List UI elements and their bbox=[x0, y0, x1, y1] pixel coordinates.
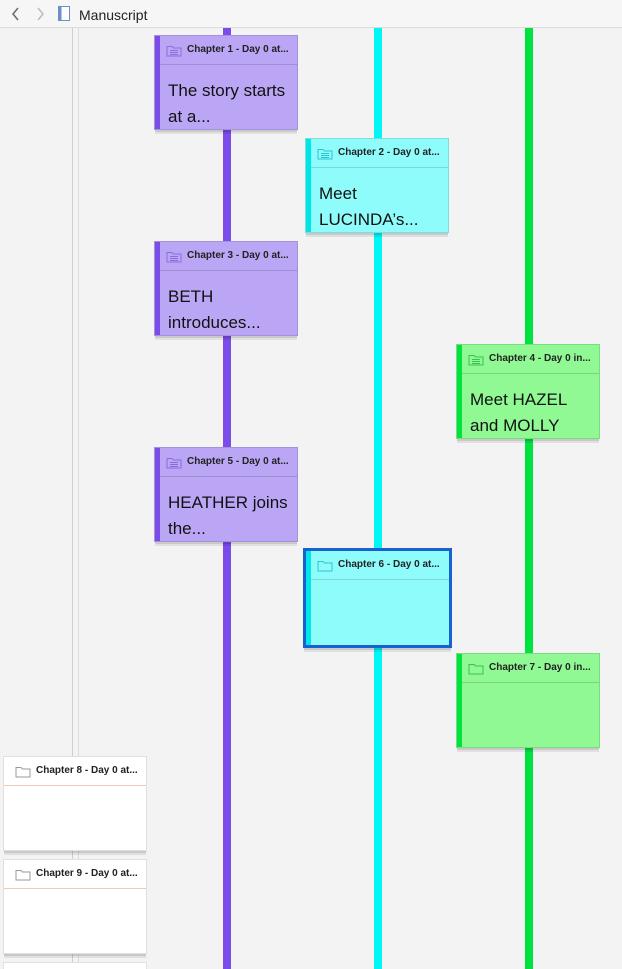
chapter-card-partial[interactable] bbox=[3, 962, 147, 969]
chapter-card-5[interactable]: Chapter 5 - Day 0 at... HEATHER joins th… bbox=[154, 447, 298, 542]
folder-icon bbox=[15, 870, 31, 881]
folder-icon bbox=[468, 664, 484, 675]
folder-stack-icon bbox=[166, 46, 182, 57]
guide-line bbox=[72, 28, 73, 969]
card-title: Chapter 6 - Day 0 at... bbox=[338, 559, 440, 570]
chapter-card-8[interactable]: Chapter 8 - Day 0 at... bbox=[3, 756, 147, 851]
card-synopsis: BETH introduces... bbox=[168, 287, 261, 332]
timeline-track-cyan bbox=[374, 28, 382, 969]
card-synopsis: Meet LUCINDA’s... bbox=[319, 184, 419, 229]
chapter-card-2[interactable]: Chapter 2 - Day 0 at... Meet LUCINDA’s..… bbox=[305, 138, 449, 233]
folder-stack-icon bbox=[166, 458, 182, 469]
folder-icon bbox=[15, 767, 31, 778]
chapter-card-7[interactable]: Chapter 7 - Day 0 in... bbox=[456, 653, 600, 748]
card-synopsis: HEATHER joins the... bbox=[168, 493, 288, 538]
back-button[interactable] bbox=[7, 5, 23, 23]
card-title: Chapter 5 - Day 0 at... bbox=[187, 456, 289, 467]
chevron-left-icon bbox=[11, 7, 19, 21]
card-title: Chapter 1 - Day 0 at... bbox=[187, 44, 289, 55]
top-bar: Manuscript bbox=[0, 0, 622, 28]
folder-stack-icon bbox=[166, 252, 182, 263]
chapter-card-4[interactable]: Chapter 4 - Day 0 in... Meet HAZEL and M… bbox=[456, 344, 600, 439]
card-title: Chapter 4 - Day 0 in... bbox=[489, 353, 591, 364]
timeline-track-green bbox=[525, 28, 533, 969]
chevron-right-icon bbox=[36, 7, 44, 21]
card-title: Chapter 7 - Day 0 in... bbox=[489, 662, 591, 673]
folder-stack-icon bbox=[317, 149, 333, 160]
folder-icon bbox=[317, 561, 333, 572]
chapter-card-6[interactable]: Chapter 6 - Day 0 at... bbox=[303, 548, 452, 648]
card-title: Chapter 3 - Day 0 at... bbox=[187, 250, 289, 261]
card-title: Chapter 2 - Day 0 at... bbox=[338, 147, 440, 158]
card-synopsis: The story starts at a... bbox=[168, 81, 286, 126]
card-title: Chapter 9 - Day 0 at... bbox=[36, 868, 138, 879]
document-icon bbox=[58, 6, 70, 21]
card-title: Chapter 8 - Day 0 at... bbox=[36, 765, 138, 776]
chapter-card-1[interactable]: Chapter 1 - Day 0 at... The story starts… bbox=[154, 35, 298, 130]
forward-button[interactable] bbox=[32, 5, 48, 23]
chapter-card-9[interactable]: Chapter 9 - Day 0 at... bbox=[3, 859, 147, 954]
window-title: Manuscript bbox=[79, 7, 148, 23]
card-synopsis: Meet HAZEL and MOLLY bbox=[470, 390, 567, 435]
chapter-card-3[interactable]: Chapter 3 - Day 0 at... BETH introduces.… bbox=[154, 241, 298, 336]
folder-stack-icon bbox=[468, 355, 484, 366]
guide-line bbox=[78, 28, 79, 969]
